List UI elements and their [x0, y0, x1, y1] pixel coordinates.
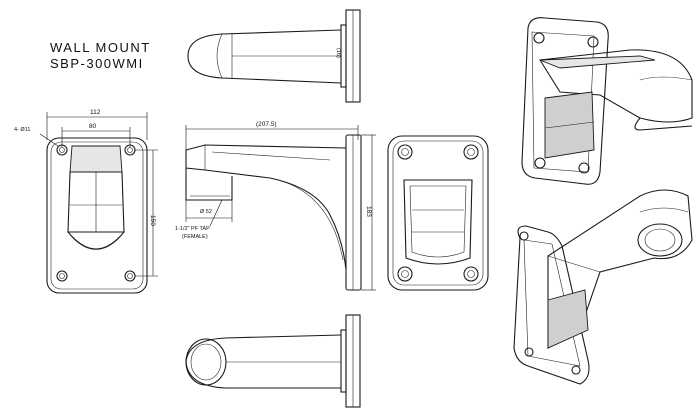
dim-hole-spacing-x: 80	[89, 123, 97, 130]
title-line-2: SBP-300WMI	[50, 56, 144, 71]
title-line-1: WALL MOUNT	[50, 40, 151, 55]
top-view: (16)	[187, 9, 361, 103]
dim-tap-diameter: Ø 52	[200, 209, 212, 215]
isometric-view-upper	[521, 17, 693, 185]
dim-top-view-height: (16)	[335, 48, 341, 58]
dim-arm-length: (207.5)	[256, 121, 277, 128]
dim-thread-note: (FEMALE)	[182, 234, 208, 240]
front-view: 112 80 4- Ø11 150	[14, 109, 158, 294]
dim-hole-spacing-y: 150	[149, 215, 156, 226]
isometric-view-lower	[513, 189, 693, 385]
bottom-view	[185, 314, 361, 408]
dim-overall-width: 112	[90, 109, 101, 116]
side-view: (207.5) Ø 52 1-1/2" PF TAP (FEMALE) 183	[175, 121, 376, 291]
dim-hole-spec: 4- Ø11	[14, 127, 30, 133]
rear-view	[387, 135, 489, 291]
dim-thread-spec: 1-1/2" PF TAP	[175, 226, 210, 232]
dim-plate-height: 183	[365, 206, 372, 217]
